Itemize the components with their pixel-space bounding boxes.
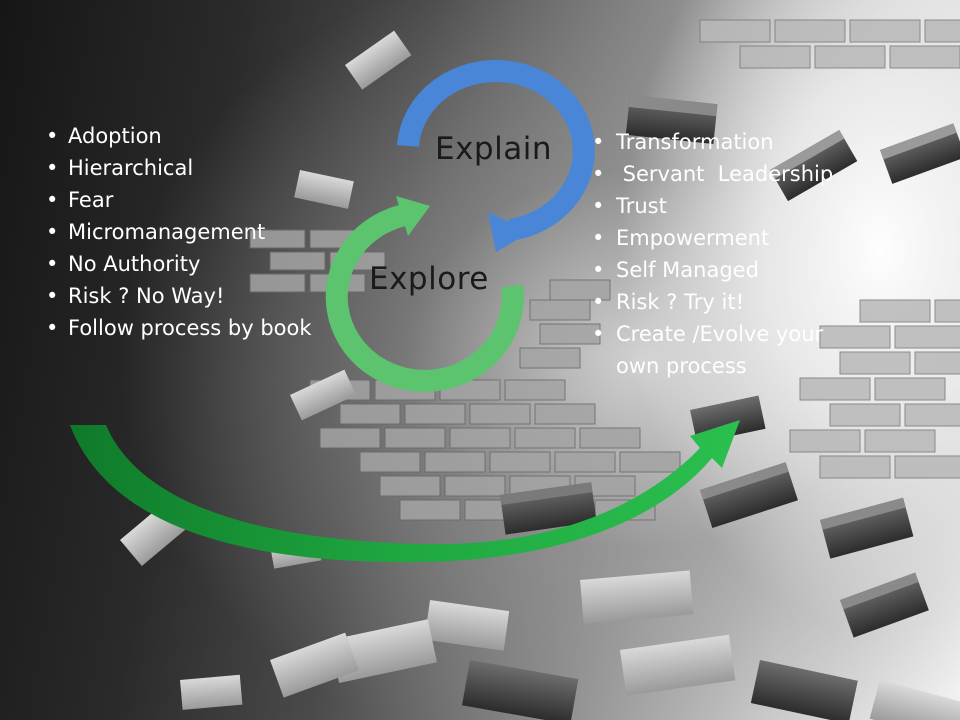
current-state-list: Adoption Hierarchical Fear Micromanageme… — [46, 120, 312, 344]
explore-circular-arrow-icon — [325, 196, 524, 392]
list-item: Self Managed — [592, 254, 846, 286]
list-item: Risk ? No Way! — [46, 280, 312, 312]
list-item: No Authority — [46, 248, 312, 280]
list-item: Servant Leadership — [592, 158, 846, 190]
list-item: Risk ? Try it! — [592, 286, 846, 318]
list-item: Trust — [592, 190, 846, 222]
list-item: Adoption — [46, 120, 312, 152]
list-item: Transformation — [592, 126, 846, 158]
list-item: Follow process by book — [46, 312, 312, 344]
explore-label: Explore — [369, 261, 489, 297]
list-item: Fear — [46, 184, 312, 216]
list-item: Hierarchical — [46, 152, 312, 184]
curved-arrow-icon — [70, 420, 740, 563]
list-item: Empowerment — [592, 222, 846, 254]
brick-wall — [249, 19, 960, 521]
explain-label: Explain — [435, 131, 552, 167]
explain-circular-arrow-icon — [397, 60, 595, 252]
list-item: Create /Evolve your own process — [592, 318, 846, 382]
target-state-list: Transformation Servant Leadership Trust … — [592, 126, 846, 382]
list-item: Micromanagement — [46, 216, 312, 248]
